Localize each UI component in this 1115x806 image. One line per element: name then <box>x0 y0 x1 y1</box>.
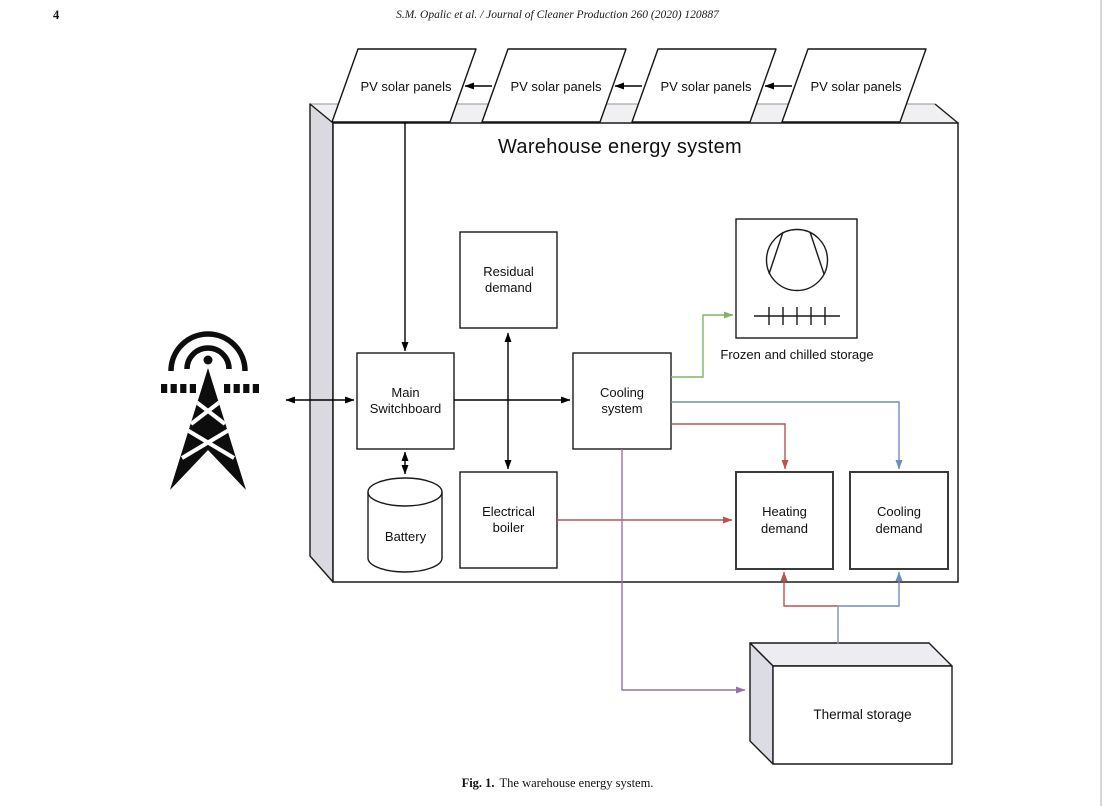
pv-panel-4 <box>781 48 927 123</box>
tower-dashes-left <box>161 384 196 393</box>
cooling-to-thermalstorage-arrow <box>621 449 746 694</box>
pv-panel-row <box>331 48 927 123</box>
pv-panel-2 <box>481 48 627 123</box>
main-switchboard-box <box>356 352 455 450</box>
cooling-to-coolingdemand-arrow <box>671 401 903 470</box>
thermal-front-face <box>772 665 953 765</box>
thermalstorage-to-heatingdemand-arrow <box>780 571 838 607</box>
radio-tower-icon <box>161 331 259 490</box>
caption-label: Fig. 1. <box>461 776 495 790</box>
caption-text: The warehouse energy system. <box>499 776 654 790</box>
cooling-demand-box <box>849 471 949 570</box>
tower-lattice-body <box>170 368 246 490</box>
pv-panel-3 <box>631 48 777 123</box>
cooling-system-box <box>572 352 672 450</box>
tower-inner-arc <box>184 345 232 370</box>
running-head: S.M. Opalic et al. / Journal of Cleaner … <box>396 9 719 21</box>
battery-cylinder <box>367 477 443 573</box>
figure-caption: Fig. 1. The warehouse energy system. <box>0 775 1115 791</box>
pv-panel-1 <box>331 48 477 123</box>
thermalstorage-to-coolingdemand-arrow <box>838 571 903 607</box>
evaporator-coil-icon <box>754 307 840 325</box>
cooling-to-heatingdemand-arrow <box>671 423 789 470</box>
residual-demand-box <box>459 231 558 329</box>
tower-dashes-right <box>224 384 259 393</box>
thermal-top-face <box>749 642 953 667</box>
electrical-boiler-box <box>459 471 558 569</box>
page-number: 4 <box>53 8 60 22</box>
tower-antenna-dot <box>203 355 213 365</box>
compressor-icon <box>765 228 829 292</box>
cooling-to-frozen-arrow <box>671 311 734 378</box>
page-scan-edge <box>1100 0 1102 806</box>
heating-demand-box <box>735 471 834 570</box>
tower-outer-arc <box>168 331 248 372</box>
warehouse-side-face <box>309 103 334 583</box>
warehouse-top-right-edge <box>934 103 959 124</box>
thermal-storage-cube <box>749 642 953 765</box>
